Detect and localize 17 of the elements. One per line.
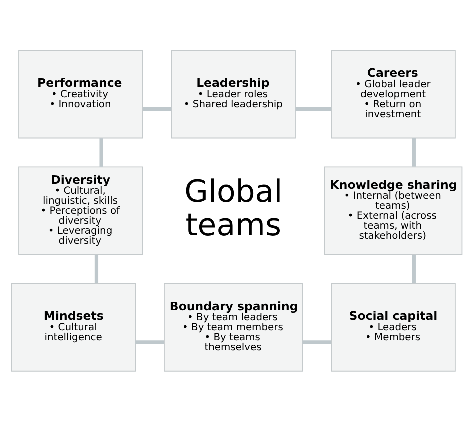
node-box: Boundary spanning • By team leaders • By team members • By teams themselves: [164, 283, 304, 372]
connector: [412, 138, 416, 167]
connector: [302, 340, 332, 344]
node-box: Leadership • Leader roles • Shared leadership: [171, 50, 296, 139]
connector: [296, 108, 332, 112]
node-box: Social capital • Leaders • Members: [331, 283, 456, 372]
node-box: Diversity • Cultural, linguistic, skills • Perceptions of diversity • Leveraging diversity: [18, 166, 144, 256]
node-box: Careers • Global leader development • Return on investment: [331, 50, 456, 139]
connector: [100, 138, 104, 167]
connector: [136, 340, 164, 344]
node-box: Mindsets • Cultural intelligence: [11, 283, 136, 372]
node-box: Performance • Creativity • Innovation: [18, 50, 144, 139]
node-box: Knowledge sharing • Internal (between teams) • External (across teams, with stakeholders): [324, 166, 463, 256]
connector: [94, 255, 99, 284]
connector: [412, 255, 416, 284]
label: Global teams: [184, 174, 283, 244]
connector: [143, 108, 172, 112]
